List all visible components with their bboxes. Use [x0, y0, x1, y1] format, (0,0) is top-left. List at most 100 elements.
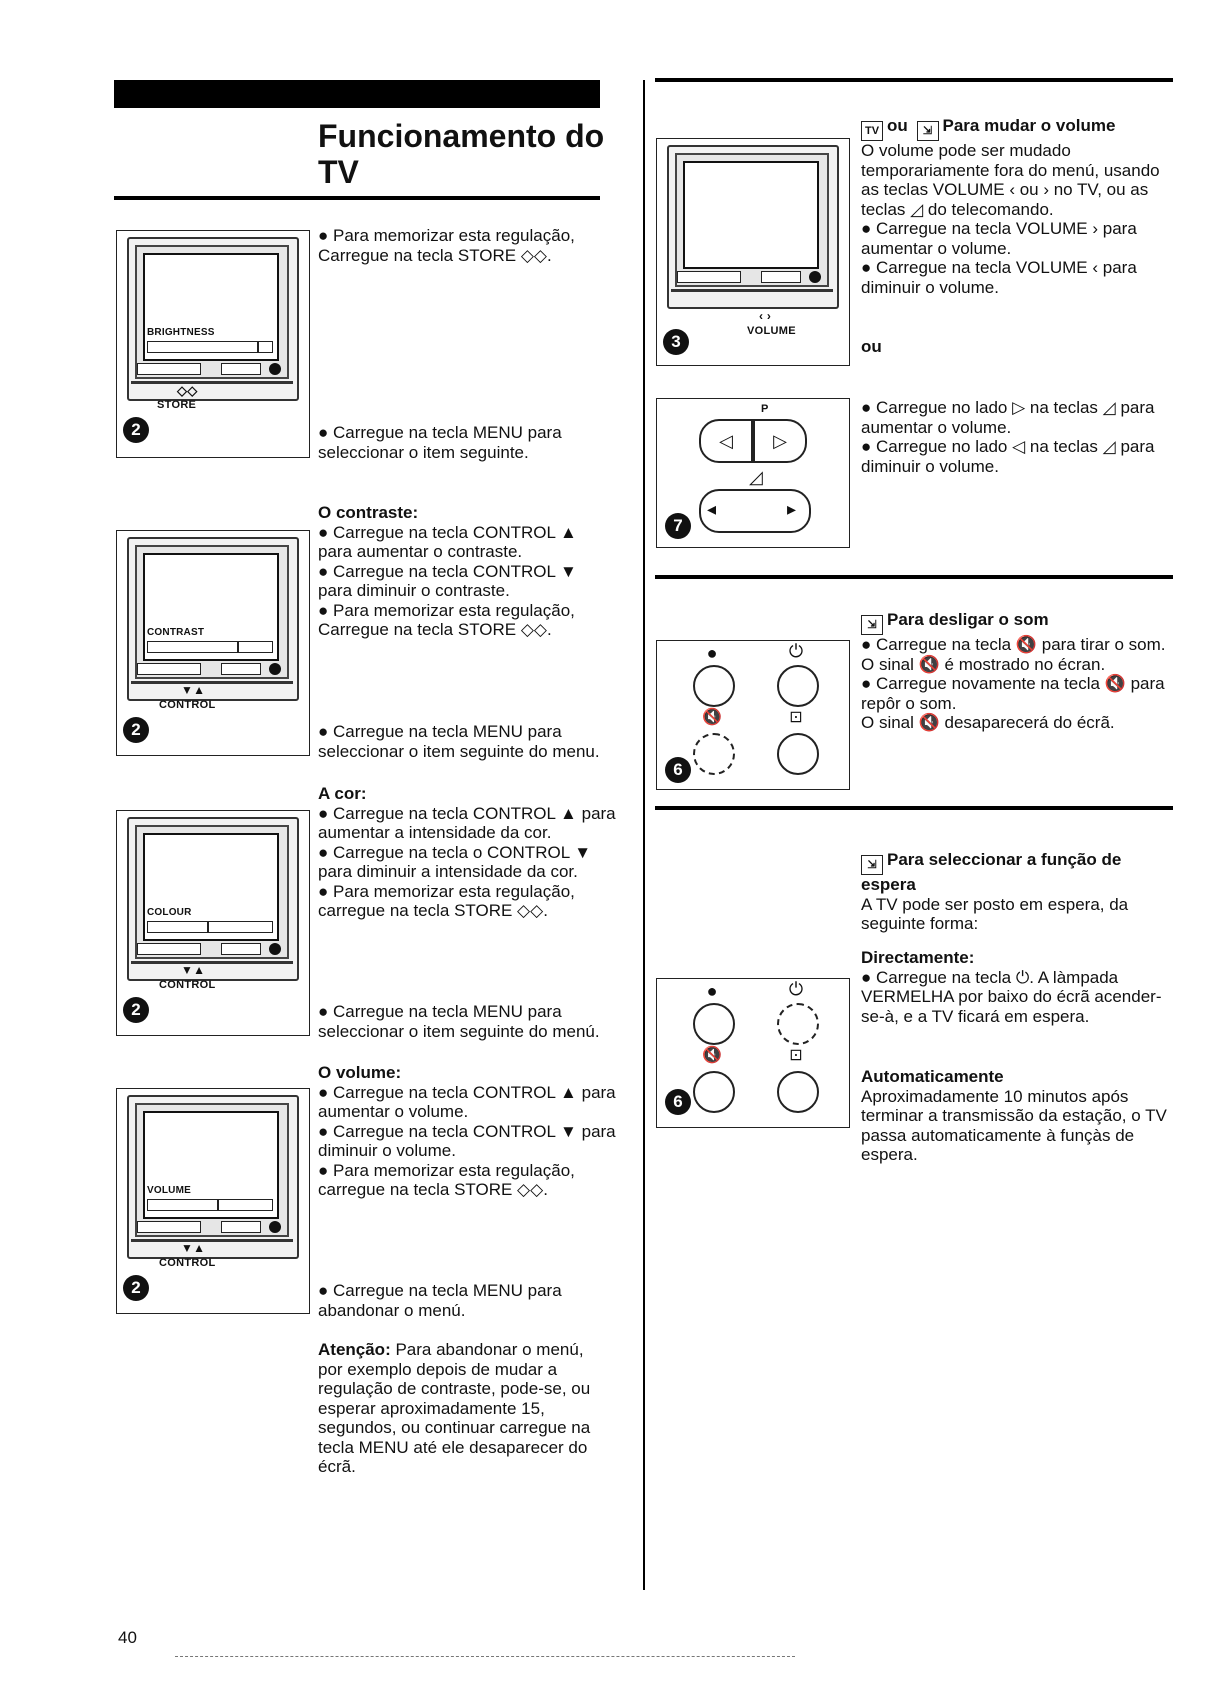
standby-heading: Para seleccionar a função de espera — [861, 850, 1122, 894]
program-key: ◁ ▷ — [699, 419, 807, 463]
mains-power-icon: ● — [706, 981, 718, 1001]
standby-intro: A TV pode ser posto em espera, da seguin… — [861, 894, 1129, 934]
column-divider — [643, 80, 645, 1590]
power-knob — [269, 1221, 281, 1233]
section-rule-standby — [655, 806, 1173, 810]
volume-heading: O volume: — [318, 1063, 402, 1082]
figure-button-label: VOLUME — [747, 325, 796, 337]
brightness-menu-text: ● Carregue na tecla MENU para selecciona… — [318, 423, 562, 462]
control-buttons — [761, 271, 801, 283]
volume-left-icon: ◂ — [707, 499, 717, 519]
or-separator: ou — [861, 337, 882, 356]
volume-menu-text: ● Carregue na tecla MENU para abandonar … — [318, 1281, 562, 1320]
osd-label: CONTRAST — [147, 627, 205, 638]
remote-volume-bullet: ● Carregue no lado ▷ na teclas ◿ para au… — [861, 398, 1155, 437]
osd-bar — [147, 921, 273, 933]
power-knob — [809, 271, 821, 283]
standby-button — [777, 665, 819, 707]
header-bar — [114, 80, 600, 108]
control-buttons — [677, 271, 741, 283]
attention-note: Atenção: Para abandonar o menú, por exem… — [318, 1340, 608, 1477]
figure-button-label: CONTROL — [159, 1257, 216, 1269]
volume-symbol-icon: ◿ — [749, 467, 763, 487]
colour-section: A cor: ● Carregue na tecla CONTROL ▲ par… — [318, 784, 618, 921]
contrast-line: ● Carregue na tecla CONTROL ▲ para aumen… — [318, 522, 577, 562]
remote-figure-mute: ● ⏻ 🔇 ⊡ 6 — [656, 640, 850, 790]
program-label: P — [761, 403, 769, 415]
osd-label: BRIGHTNESS — [147, 327, 215, 338]
auto-heading: Automaticamente — [861, 1067, 1004, 1086]
tv-stand — [671, 289, 833, 292]
volume-line: ● Carregue na tecla CONTROL ▲ para aumen… — [318, 1082, 616, 1122]
volume-change-heading: Para mudar o volume — [942, 116, 1116, 135]
contrast-heading: O contraste: — [318, 503, 419, 522]
brightness-store-text: ● Para memorizar esta regulação, Carregu… — [318, 226, 575, 265]
osd-tick — [257, 341, 259, 353]
mute-icon: 🔇 — [702, 1047, 722, 1064]
attention-text: Para abandonar o menú, por exemplo depoi… — [318, 1340, 591, 1476]
mute-button — [693, 1071, 735, 1113]
remote-figure-standby: ● ⏻ 🔇 ⊡ 6 — [656, 978, 850, 1128]
osd-tick — [237, 641, 239, 653]
mute-button — [693, 733, 735, 775]
tv-stand — [131, 381, 293, 384]
step-number-badge: 7 — [665, 513, 691, 539]
tv-stand — [131, 1239, 293, 1242]
mute-line: O sinal 🔇 é mostrado no écran. — [861, 654, 1106, 674]
osd-bar — [147, 1199, 273, 1211]
standby-button — [777, 1003, 819, 1045]
attention-label: Atenção: — [318, 1340, 391, 1359]
remote-volume-section: ● Carregue no lado ▷ na teclas ◿ para au… — [861, 398, 1171, 476]
osd-tick — [207, 921, 209, 933]
step-number-badge: 2 — [123, 717, 149, 743]
power-button — [693, 1003, 735, 1045]
mute-line: ● Carregue na tecla 🔇 para tirar o som. — [861, 635, 1166, 654]
page-number: 40 — [118, 1628, 137, 1647]
osd-label: COLOUR — [147, 907, 192, 918]
figure-button-label: ‹ › — [759, 309, 772, 323]
figure-button-label: ▼▲ — [181, 963, 206, 977]
step-number-badge: 2 — [123, 417, 149, 443]
section-rule-mute — [655, 575, 1173, 579]
figure-button-label: CONTROL — [159, 979, 216, 991]
tv-figure-brightness: BRIGHTNESS ◇◇ STORE 2 — [116, 230, 310, 458]
volume-line: ● Carregue na tecla CONTROL ▼ para dimin… — [318, 1121, 616, 1161]
standby-section: ⇲Para seleccionar a função de espera A T… — [861, 850, 1171, 934]
figure-button-label: ▼▲ — [181, 683, 206, 697]
figure-button-label: ◇◇ — [177, 383, 198, 398]
colour-menu-text: ● Carregue na tecla MENU para selecciona… — [318, 1002, 600, 1041]
colour-heading: A cor: — [318, 784, 367, 803]
control-buttons — [221, 1221, 261, 1233]
tv-stand — [131, 681, 293, 684]
mute-line: ● Carregue novamente na tecla 🔇 para rep… — [861, 674, 1165, 713]
tv-figure-contrast: CONTRAST ▼▲ CONTROL 2 — [116, 530, 310, 756]
contrast-line: ● Para memorizar esta regulação, Carregu… — [318, 600, 575, 640]
section-rule-volume — [655, 78, 1173, 82]
osd-bar — [147, 641, 273, 653]
remote-key-icon: ⇲ — [861, 855, 883, 875]
mute-heading: Para desligar o som — [887, 610, 1049, 629]
contrast-section: O contraste: ● Carregue na tecla CONTROL… — [318, 503, 608, 640]
mute-line: O sinal 🔇 desaparecerá do écrã. — [861, 713, 1115, 732]
title-rule — [114, 196, 600, 200]
remote-key-icon: ⇲ — [861, 615, 883, 635]
mute-icon: 🔇 — [702, 709, 722, 726]
mute-section: ⇲Para desligar o som ● Carregue na tecla… — [861, 610, 1171, 733]
osd-label: VOLUME — [147, 1185, 191, 1196]
tv-key-icon: TV — [861, 121, 883, 141]
control-buttons — [137, 943, 201, 955]
volume-change-body: O volume pode ser mudado temporariamente… — [861, 141, 1160, 219]
control-buttons — [137, 363, 201, 375]
standby-auto: Automaticamente Aproximadamente 10 minut… — [861, 1067, 1171, 1165]
footer-scan-line — [175, 1656, 795, 1658]
control-buttons — [221, 943, 261, 955]
step-number-badge: 2 — [123, 997, 149, 1023]
control-buttons — [221, 363, 261, 375]
program-down-key: ◁ — [699, 419, 753, 463]
osd-tick — [217, 1199, 219, 1211]
volume-section: O volume: ● Carregue na tecla CONTROL ▲ … — [318, 1063, 618, 1200]
info-icon: ⊡ — [789, 709, 803, 726]
direct-heading: Directamente: — [861, 948, 975, 967]
control-buttons — [221, 663, 261, 675]
